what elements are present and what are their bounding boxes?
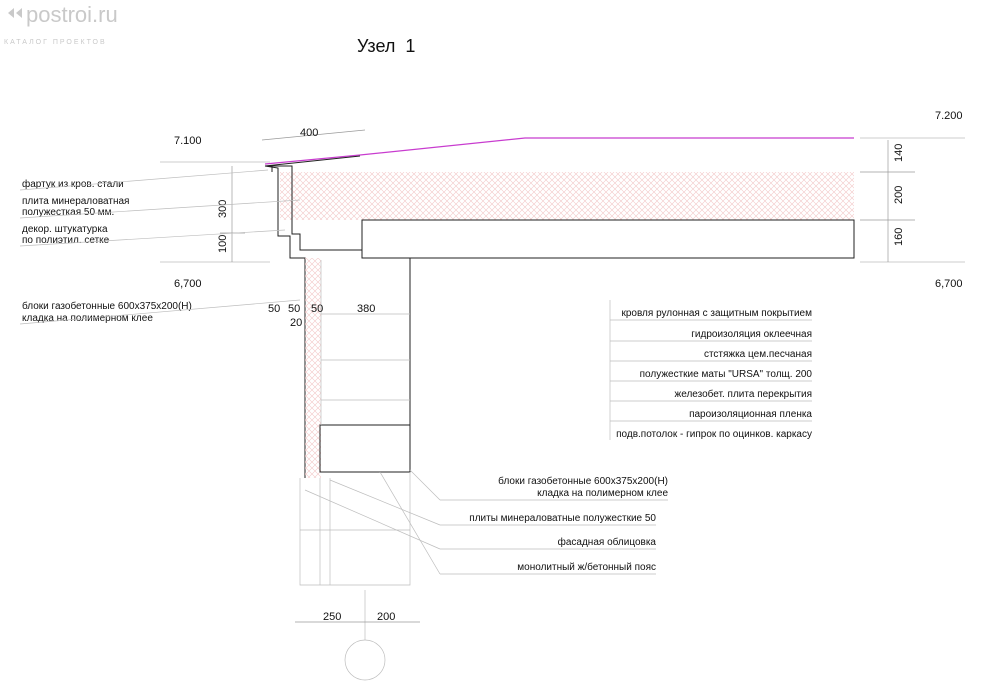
label-plaster-2: по полиэтил. сетке [22, 235, 110, 246]
wall-callouts: блоки газобетонные 600х375х200(H) кладка… [304, 469, 668, 575]
roof-layer-4: полужесткие маты "URSA" толщ. 200 [640, 369, 813, 380]
wall-insulation [305, 258, 321, 478]
wall-construction [299, 258, 411, 681]
dim-bottom-2: 200 [377, 611, 395, 623]
roof-layer-3: стстяжка цем.песчаная [704, 349, 812, 360]
flashing-line [264, 155, 361, 167]
roof-layer-7: подв.потолок - гипрок по оцинков. каркас… [616, 429, 812, 440]
level-top-right: 7.200 [935, 110, 963, 122]
wall-label-blocks-2: кладка на полимерном клее [537, 488, 668, 499]
roof-layer-callouts: кровля рулонная с защитным покрытием гид… [609, 300, 813, 440]
dim-overhang: 400 [300, 127, 318, 139]
concrete-belt [319, 424, 411, 473]
drawing-title: Узел 1 [357, 36, 415, 56]
dim-right-2: 200 [893, 186, 905, 204]
concrete-slab [361, 219, 855, 259]
label-apron: фартук из кров. стали [22, 178, 124, 190]
dim-wall-sub: 20 [290, 317, 302, 329]
dim-wall-1: 50 [268, 303, 280, 315]
wall-label-belt: монолитный ж/бетонный пояс [517, 561, 656, 573]
roof-layer-2: гидроизоляция оклеечная [691, 329, 812, 340]
parapet-insulation [280, 172, 362, 220]
wall-label-mineral: плиты минераловатные полужесткие 50 [469, 513, 656, 524]
insulation-layer [362, 172, 854, 220]
label-plaster-1: декор. штукатурка [22, 224, 108, 235]
roof-layer-6: пароизоляционная пленка [689, 409, 812, 420]
dim-bottom-1: 250 [323, 611, 341, 623]
parapet-top [272, 165, 362, 251]
wall-label-blocks-1: блоки газобетонные 600х375х200(H) [498, 475, 668, 487]
roof-layer-5: железобет. плита перекрытия [675, 388, 812, 400]
label-mineral-plate-1: плита минераловатная [22, 196, 129, 207]
roof-layer-1: кровля рулонная с защитным покрытием [621, 308, 812, 319]
dim-wall-4: 380 [357, 303, 375, 315]
dimensions: 400 140 200 160 300 100 50 50 50 380 20 … [217, 127, 915, 623]
flashing-tip [265, 165, 273, 172]
left-labels: фартук из кров. стали плита минераловатн… [19, 169, 301, 325]
level-top-left: 7.100 [174, 135, 202, 147]
axis-marker [344, 639, 386, 681]
logo-icon [8, 8, 22, 18]
dim-left-1: 300 [217, 200, 229, 218]
level-marks: 7.100 7.200 6,700 6,700 [160, 110, 965, 290]
dim-wall-2: 50 [288, 303, 300, 315]
roof-construction [264, 137, 855, 478]
watermark-tagline: КАТАЛОГ ПРОЕКТОВ [4, 39, 107, 46]
level-bottom-right: 6,700 [935, 278, 963, 290]
label-blocks-1: блоки газобетонные 600х375х200(H) [22, 300, 192, 312]
dim-wall-3: 50 [311, 303, 323, 315]
dim-right-1: 140 [893, 144, 905, 162]
level-bottom-left: 6,700 [174, 278, 202, 290]
roof-membrane [264, 137, 854, 165]
dim-left-2: 100 [217, 235, 229, 253]
watermark-brand: postroi.ru [26, 2, 118, 27]
lower-wall [299, 472, 411, 586]
wall-label-facade: фасадная облицовка [558, 536, 657, 548]
label-mineral-plate-2: полужесткая 50 мм. [22, 207, 114, 218]
dim-right-3: 160 [893, 228, 905, 246]
watermark: postroi.ru КАТАЛОГ ПРОЕКТОВ [4, 2, 118, 46]
